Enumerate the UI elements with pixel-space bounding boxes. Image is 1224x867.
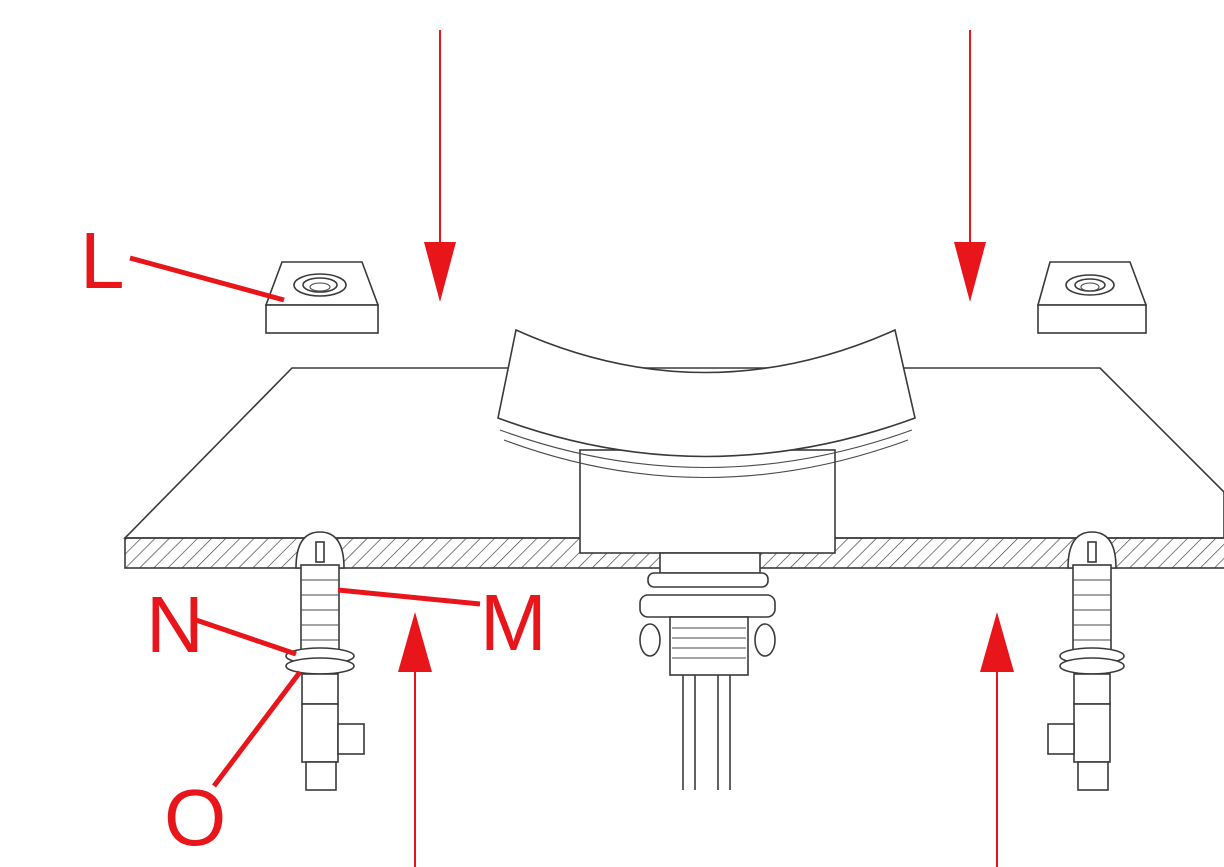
spout-shank	[639, 552, 776, 790]
valve-right	[1047, 531, 1125, 791]
callout-line-O	[212, 670, 302, 788]
valve-left	[285, 531, 365, 791]
escutcheon-plate-right	[1036, 261, 1148, 334]
arrow-down-right	[954, 30, 986, 302]
callout-label-L: L	[80, 216, 125, 305]
callout-line-N	[195, 617, 297, 657]
arrow-down-left	[424, 30, 456, 302]
arrow-up-right	[980, 612, 1014, 867]
arrow-up-left	[398, 612, 432, 867]
escutcheon-plate-left	[264, 261, 380, 334]
callout-label-N: N	[146, 580, 204, 669]
callout-line-M	[337, 587, 481, 607]
callout-label-M: M	[480, 578, 547, 667]
spout	[497, 328, 916, 554]
callout-label-O: O	[164, 773, 226, 862]
callout-line-L	[129, 255, 285, 303]
